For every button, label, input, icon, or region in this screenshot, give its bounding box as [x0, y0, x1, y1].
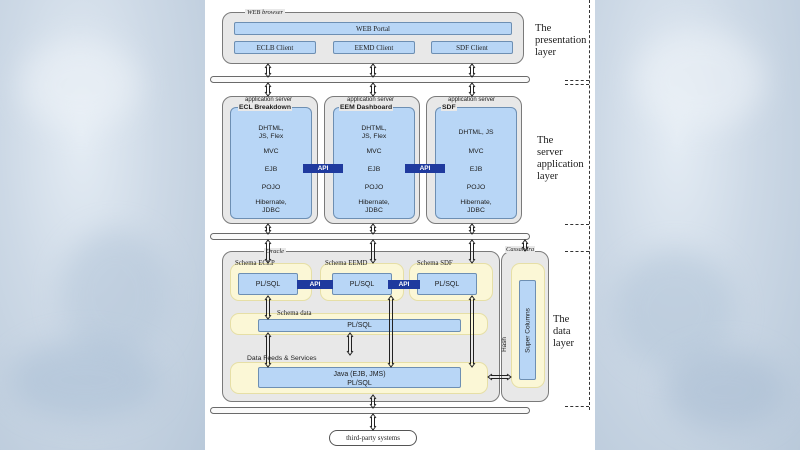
eemd-client: EEMD Client — [333, 41, 415, 54]
stack-3-dhtml: DHTML, JS — [458, 129, 494, 136]
arrow-bus3-thirdparty — [369, 413, 377, 431]
api-connector-server-1-2: API — [303, 164, 343, 173]
server-title-1: ECL Breakdown — [238, 104, 292, 111]
separator-top-2 — [565, 84, 589, 85]
stack-2-ejb: EJB — [367, 166, 381, 173]
web-portal: WEB Portal — [234, 22, 512, 35]
super-columns — [519, 280, 536, 380]
arrow-bus-server2 — [369, 82, 377, 97]
api-connector-schema-2-3: API — [388, 280, 420, 289]
presentation-layer-label: The presentation layer — [535, 23, 587, 58]
web-browser-box — [222, 12, 524, 64]
server-tag-1: application server — [245, 97, 293, 103]
stack-2-mvc: MVC — [366, 148, 382, 155]
data-layer-label: The data layer — [553, 314, 574, 349]
data-feeds-label: Data Feeds & Services — [247, 355, 317, 362]
blurred-background-left — [0, 0, 205, 450]
separator-vertical — [589, 0, 590, 410]
stack-3-ejb: EJB — [469, 166, 483, 173]
sdf-client: SDF Client — [431, 41, 513, 54]
stack-2-hibernate: Hibernate,JDBC — [358, 199, 390, 214]
stack-1-dhtml: DHTML,JS, Flex — [258, 125, 284, 140]
stack-3-hibernate: Hibernate,JDBC — [460, 199, 492, 214]
schema-data-plsql: PL/SQL — [258, 319, 461, 332]
stack-3-pojo: POJO — [466, 184, 486, 191]
separator-mid — [565, 224, 589, 225]
bus-presentation-server — [210, 76, 530, 83]
server-title-3: SDF — [441, 104, 457, 111]
arrow-bus-server1 — [264, 82, 272, 97]
data-feeds-java: Java (EJB, JMS) PL/SQL — [258, 367, 461, 388]
stack-2-dhtml: DHTML,JS, Flex — [361, 125, 387, 140]
bus-server-data — [210, 233, 530, 240]
blurred-background-right — [595, 0, 800, 450]
schema-eclp-plsql: PL/SQL — [238, 273, 298, 295]
oracle-label: Oracle — [264, 248, 287, 255]
eem-dashboard-panel — [333, 107, 415, 219]
stack-1-mvc: MVC — [263, 148, 279, 155]
super-columns-label: Super Columns — [524, 308, 532, 353]
schema-eclp-label: Schema ECLP — [235, 260, 275, 267]
architecture-diagram: WEB browser WEB Portal ECLB Client EEMD … — [205, 0, 595, 450]
schema-data-label: Schema data — [277, 310, 312, 317]
stack-1-pojo: POJO — [261, 184, 281, 191]
schema-eemd-plsql: PL/SQL — [332, 273, 392, 295]
server-tag-2: application server — [347, 97, 395, 103]
hash-label: Hash — [500, 337, 508, 352]
server-tag-3: application server — [448, 97, 496, 103]
separator-mid-2 — [565, 251, 589, 252]
bus-data-thirdparty — [210, 407, 530, 414]
api-connector-server-2-3: API — [405, 164, 445, 173]
stack-2-pojo: POJO — [364, 184, 384, 191]
sdf-panel — [435, 107, 517, 219]
cassandra-label: Cassandra — [505, 246, 536, 253]
server-layer-label: The server application layer — [537, 135, 584, 182]
schema-sdf-label: Schema SDF — [417, 260, 453, 267]
schema-eemd-label: Schema EEMD — [325, 260, 368, 267]
api-connector-schema-1-2: API — [297, 280, 333, 289]
stack-1-hibernate: Hibernate,JDBC — [255, 199, 287, 214]
web-browser-label: WEB browser — [245, 9, 286, 16]
stack-3-mvc: MVC — [468, 148, 484, 155]
eclb-client: ECLB Client — [234, 41, 316, 54]
server-title-2: EEM Dashboard — [339, 104, 394, 111]
schema-sdf-plsql: PL/SQL — [417, 273, 477, 295]
ecl-breakdown-panel — [230, 107, 312, 219]
stack-1-ejb: EJB — [264, 166, 278, 173]
third-party-systems: third-party systems — [329, 430, 417, 446]
separator-bottom — [565, 406, 589, 407]
separator-top — [565, 80, 589, 81]
arrow-bus-server3 — [468, 82, 476, 97]
